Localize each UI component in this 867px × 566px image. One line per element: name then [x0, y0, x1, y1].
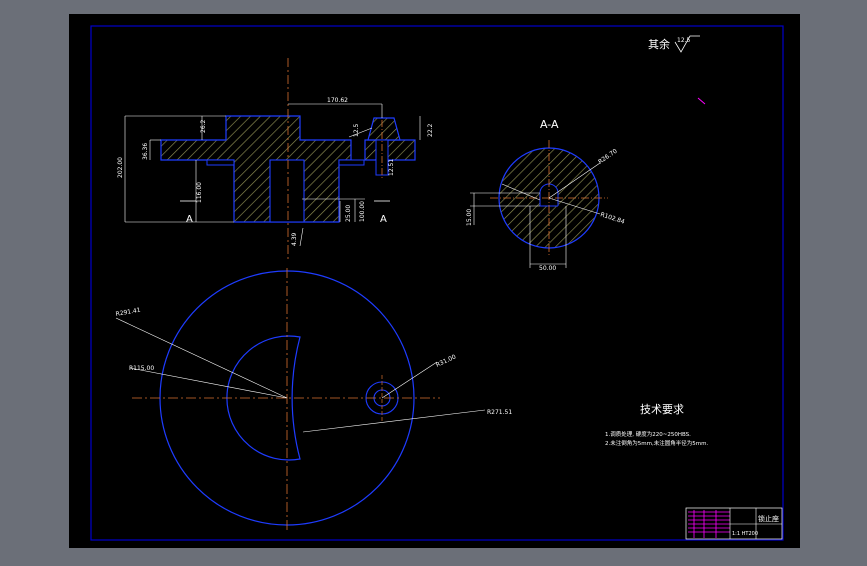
dim-hub-top: 26.2: [200, 119, 207, 133]
dim-slot-width: 12.5: [353, 123, 360, 137]
drawing-sheet: [69, 14, 800, 548]
section-marker-right: A: [380, 214, 387, 225]
dim-bottom-a: 100.00: [359, 201, 366, 222]
surface-value: 12.5: [677, 37, 691, 44]
dim-step-left: 36.36: [142, 143, 149, 160]
surface-label: 其余: [648, 37, 670, 51]
dim-bolt: 12.51: [388, 159, 395, 176]
tech-title: 技术要求: [640, 403, 684, 416]
section-marker-left: A: [186, 214, 193, 225]
dim-plan-r1: R291.41: [115, 307, 141, 318]
tech-requirements: 技术要求 1.调质处理, 硬度为220~250HBS. 2.未注倒角为5mm,未…: [605, 403, 708, 447]
dim-plan-r2: R115.00: [129, 365, 154, 372]
dim-plan-r4: R271.51: [487, 409, 512, 416]
front-section-view: 170.62 202.00 36.36 26.2 116.00 22.2 12.…: [117, 58, 434, 262]
title-block: 锁止座 1:1 HT200: [685, 507, 783, 540]
dim-left-height: 202.00: [117, 157, 124, 178]
dim-inner-height: 116.00: [196, 182, 203, 203]
tech-line-1: 1.调质处理, 硬度为220~250HBS.: [605, 430, 691, 438]
tech-line-2: 2.未注倒角为5mm,未注圆角半径为5mm.: [605, 439, 708, 447]
drawing-frame: [90, 25, 784, 541]
plan-inner-recess: [226, 335, 301, 461]
front-right-flange: [364, 139, 416, 161]
dim-aa-left: 15.00: [466, 209, 473, 226]
magenta-marker: [697, 97, 706, 105]
dim-below-hole: 4.39: [291, 232, 298, 246]
front-center-bore: [269, 159, 305, 223]
section-aa-label: A-A: [540, 118, 559, 131]
dim-aa-bottom: 50.00: [539, 265, 556, 272]
surface-symbol: 其余 12.5: [648, 35, 700, 53]
part-info: 1:1 HT200: [732, 531, 758, 537]
part-name: 锁止座: [758, 514, 779, 523]
front-right-hub: [367, 117, 401, 141]
dim-bottom-b: 25.00: [345, 205, 352, 222]
dim-right-step: 22.2: [427, 123, 434, 137]
dim-top-width: 170.62: [327, 97, 348, 104]
section-aa-view: A-A R26.70 R102.84 15.00 50.00: [466, 118, 626, 272]
